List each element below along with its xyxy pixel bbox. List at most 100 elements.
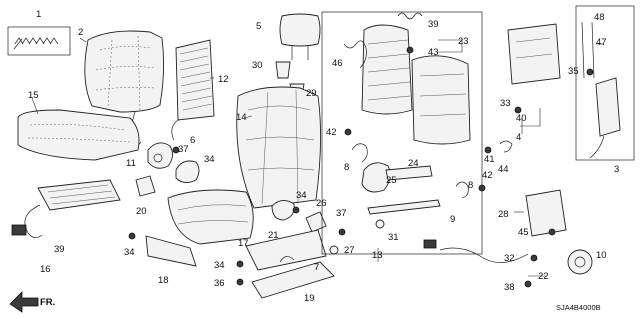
front-direction-arrow-icon [9, 291, 39, 313]
callout-6: 6 [190, 135, 195, 146]
screw-part-45 [548, 228, 556, 236]
screw-part-36 [236, 278, 244, 286]
cable-part-8a [351, 143, 368, 163]
callout-31: 31 [388, 232, 399, 243]
callout-15: 15 [28, 90, 39, 101]
heater-pad-part-12 [171, 39, 215, 141]
callout-16: 16 [40, 264, 51, 275]
callout-10: 10 [596, 250, 607, 261]
callout-47: 47 [596, 37, 607, 48]
rail-part-24 [385, 165, 433, 181]
bolt-part-32 [530, 254, 538, 262]
rod-part-9 [367, 199, 441, 215]
side-cover-part-19 [251, 261, 335, 299]
callout-37b: 37 [336, 208, 347, 219]
wire-part-46 [343, 40, 367, 69]
recliner-bracket-part-21 [271, 200, 295, 221]
callout-46: 46 [332, 58, 343, 69]
callout-19: 19 [304, 293, 315, 304]
callout-25: 25 [386, 175, 397, 186]
cap-part-27 [329, 245, 339, 255]
callout-22: 22 [538, 271, 549, 282]
callout-43: 43 [428, 47, 439, 58]
clip-part-41 [484, 146, 492, 154]
bracket-part-20 [135, 175, 156, 197]
callout-28: 28 [498, 209, 509, 220]
callout-21: 21 [268, 230, 279, 241]
callout-35: 35 [568, 66, 579, 77]
callout-9: 9 [450, 214, 455, 225]
seat-back-assembly-part-14 [236, 86, 322, 209]
seat-back-cover-part-2 [84, 30, 165, 146]
screw-part-35 [586, 68, 594, 76]
bolt-part-31 [375, 219, 385, 229]
nut-part-42a [344, 128, 352, 136]
callout-39a: 39 [428, 19, 439, 30]
switch-part-6 [175, 160, 200, 183]
switch-assembly-part-11 [147, 142, 173, 169]
front-label: FR. [40, 297, 55, 308]
callout-17: 17 [238, 238, 249, 249]
callout-42a: 42 [326, 127, 337, 138]
callout-1: 1 [36, 9, 41, 20]
cable-part-8b [455, 181, 469, 199]
nut-part-42b [478, 184, 486, 192]
callout-20: 20 [136, 206, 147, 217]
back-panel-part-33 [507, 23, 561, 85]
bolt-part-38 [524, 280, 532, 288]
spring-part-39 [397, 12, 423, 20]
callout-3: 3 [614, 164, 619, 175]
callout-4: 4 [516, 132, 521, 143]
callout-8b: 8 [468, 180, 473, 191]
callout-38: 38 [504, 282, 515, 293]
callout-7: 7 [314, 262, 319, 273]
seat-cushion-part-17 [167, 189, 254, 245]
screw-part-34c [236, 260, 244, 268]
clip-part-44 [499, 140, 513, 153]
callout-8a: 8 [344, 162, 349, 173]
screw-part-37b [338, 228, 346, 236]
cushion-heater-part-16 [11, 179, 121, 238]
side-cover-part-7 [245, 229, 327, 271]
callout-34a: 34 [204, 154, 215, 165]
callout-29: 29 [306, 88, 317, 99]
callout-37a: 37 [178, 144, 189, 155]
callout-41: 41 [484, 154, 495, 165]
bracket-part-28 [525, 189, 567, 237]
screw-part-34b [128, 232, 136, 240]
clip-kit-part-1 [7, 26, 71, 56]
callout-14: 14 [236, 112, 247, 123]
callout-2: 2 [78, 27, 83, 38]
clip-part-40 [514, 106, 522, 114]
callout-27: 27 [344, 245, 355, 256]
callout-23: 23 [458, 36, 469, 47]
callout-34b: 34 [124, 247, 135, 258]
callout-34d: 34 [296, 190, 307, 201]
callout-32: 32 [504, 253, 515, 264]
sensor-part-10 [567, 249, 593, 275]
harness-part-22 [423, 239, 529, 263]
callout-33: 33 [500, 98, 511, 109]
headrest-part-5 [279, 13, 321, 60]
callout-13: 13 [372, 250, 383, 261]
bolt-part-34a [292, 206, 300, 214]
clip-part-43 [406, 46, 414, 54]
lever-part-26 [305, 211, 327, 233]
catalog-code: SJA4B4000B [556, 303, 601, 312]
side-airbag-part-3 [589, 77, 621, 159]
callout-11: 11 [126, 158, 136, 169]
callout-30: 30 [252, 60, 263, 71]
callout-39b: 39 [54, 244, 65, 255]
callout-44: 44 [498, 164, 509, 175]
callout-40: 40 [516, 113, 527, 124]
trim-panel-part-18 [145, 235, 197, 267]
back-frame-part-23 [321, 11, 483, 255]
screw-part-37 [172, 146, 180, 154]
callout-24: 24 [408, 158, 419, 169]
callout-12: 12 [218, 74, 229, 85]
callout-26: 26 [316, 198, 327, 209]
frame-part-48 [575, 5, 635, 161]
seat-cushion-cover-part-15 [17, 109, 140, 161]
